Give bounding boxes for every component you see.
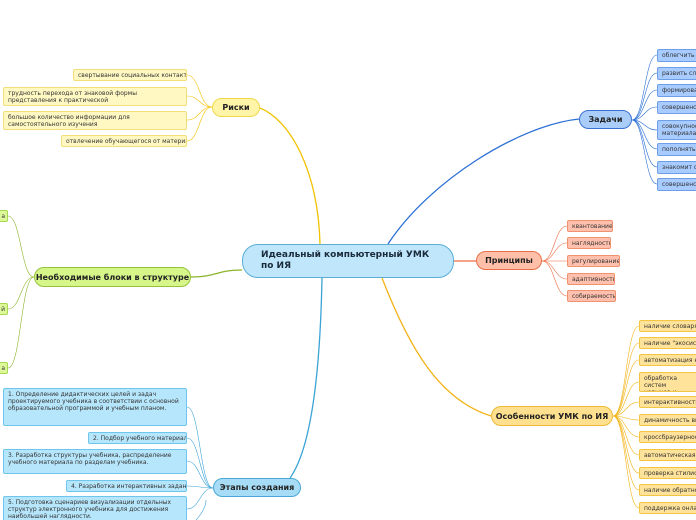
- feature-item[interactable]: интерактивность: [639, 396, 696, 408]
- link-feature-leaf: [612, 359, 640, 417]
- stage-item[interactable]: 5. Подготовка сценариев визуализации отд…: [3, 496, 187, 520]
- branch-principles[interactable]: Принципы: [476, 251, 542, 270]
- link-block-leaf: [7, 276, 35, 369]
- feature-item[interactable]: динамичность вне: [639, 414, 696, 426]
- link-stage-leaf: [186, 487, 214, 510]
- principle-item[interactable]: собираемость: [567, 290, 616, 302]
- link-risk-leaf: [186, 95, 213, 108]
- branch-stages[interactable]: Этапы создания: [213, 478, 301, 497]
- feature-item[interactable]: кроссбраузерность: [639, 431, 696, 443]
- link-task-leaf: [631, 54, 658, 121]
- link-feature-leaf: [612, 415, 640, 509]
- block-item[interactable]: а: [0, 362, 8, 374]
- link-feature-leaf: [612, 401, 640, 417]
- branch-tasks[interactable]: Задачи: [579, 110, 632, 129]
- link-root-tasks: [387, 118, 580, 245]
- feature-item[interactable]: наличие обратной: [639, 484, 696, 496]
- link-task-leaf: [631, 119, 658, 168]
- link-risk-leaf: [186, 106, 213, 142]
- principle-item[interactable]: регулирование: [567, 255, 620, 267]
- block-item[interactable]: а: [0, 210, 8, 222]
- link-stage-leaf: [186, 406, 214, 489]
- task-item[interactable]: пополнять с: [657, 143, 696, 156]
- link-principle-leaf: [541, 242, 568, 262]
- link-root-stages: [289, 277, 323, 479]
- link-principle-leaf: [541, 260, 568, 280]
- stage-item[interactable]: 4. Разработка интерактивных заданий.: [66, 480, 187, 492]
- root-node[interactable]: Идеальный компьютерный УМК по ИЯ: [242, 244, 454, 278]
- feature-item[interactable]: автоматическая п: [639, 449, 696, 461]
- link-stage-leaf: [186, 437, 214, 489]
- link-stage-tail: [195, 499, 207, 520]
- task-item[interactable]: формирован: [657, 84, 696, 97]
- task-item[interactable]: совокупност материала: [657, 120, 696, 140]
- principle-item[interactable]: квантование: [567, 220, 613, 232]
- task-item[interactable]: облегчить п: [657, 49, 696, 62]
- block-item[interactable]: й: [0, 303, 8, 315]
- link-feature-leaf: [612, 325, 640, 417]
- stage-item[interactable]: 3. Разработка структуры учебника, распре…: [3, 449, 187, 474]
- principle-item[interactable]: адаптивность: [567, 273, 615, 285]
- risk-item[interactable]: свертывание социальных контактов: [73, 69, 187, 81]
- feature-item[interactable]: поддержка онлайн: [639, 502, 696, 514]
- link-block-leaf: [7, 276, 35, 310]
- risk-item[interactable]: отвлечение обучающегося от материала: [61, 135, 187, 147]
- branch-features[interactable]: Особенности УМК по ИЯ: [491, 406, 613, 426]
- branch-risks[interactable]: Риски: [212, 98, 260, 117]
- link-task-leaf: [631, 72, 658, 121]
- link-root-features: [381, 277, 492, 417]
- risk-item[interactable]: большое количество информации для самост…: [3, 111, 187, 130]
- link-risk-leaf: [186, 74, 213, 108]
- task-item[interactable]: совершенст: [657, 101, 696, 114]
- feature-item[interactable]: обработка систем навыков и компет: [639, 372, 696, 392]
- risk-item[interactable]: трудность перехода от знаковой формы пре…: [3, 87, 187, 106]
- principle-item[interactable]: наглядность: [567, 237, 611, 249]
- link-feature-leaf: [612, 415, 640, 474]
- feature-item[interactable]: проверка стилисти: [639, 467, 696, 479]
- link-risk-leaf: [186, 106, 213, 121]
- feature-item[interactable]: наличие словаря: [639, 320, 696, 332]
- link-feature-leaf: [612, 415, 640, 491]
- feature-item[interactable]: наличие "экосист: [639, 337, 696, 349]
- task-item[interactable]: совершенст: [657, 178, 696, 191]
- link-root-risks: [259, 107, 321, 245]
- link-task-leaf: [631, 119, 658, 185]
- branch-blocks[interactable]: Необходимые блоки в структуре: [34, 267, 191, 287]
- link-task-leaf: [631, 89, 658, 121]
- stage-item[interactable]: 1. Определение дидактических целей и зад…: [3, 388, 187, 426]
- link-task-leaf: [631, 106, 658, 121]
- stage-item[interactable]: 2. Подбор учебного материала.: [88, 432, 187, 444]
- task-item[interactable]: развить слу: [657, 67, 696, 80]
- link-feature-leaf: [612, 342, 640, 417]
- feature-item[interactable]: автоматизация кон: [639, 354, 696, 366]
- link-feature-leaf: [612, 415, 640, 456]
- task-item[interactable]: знакомит с: [657, 161, 696, 174]
- link-stage-leaf: [186, 485, 214, 489]
- link-stage-leaf: [186, 460, 214, 489]
- link-root-blocks: [190, 269, 243, 278]
- link-block-leaf: [7, 215, 35, 278]
